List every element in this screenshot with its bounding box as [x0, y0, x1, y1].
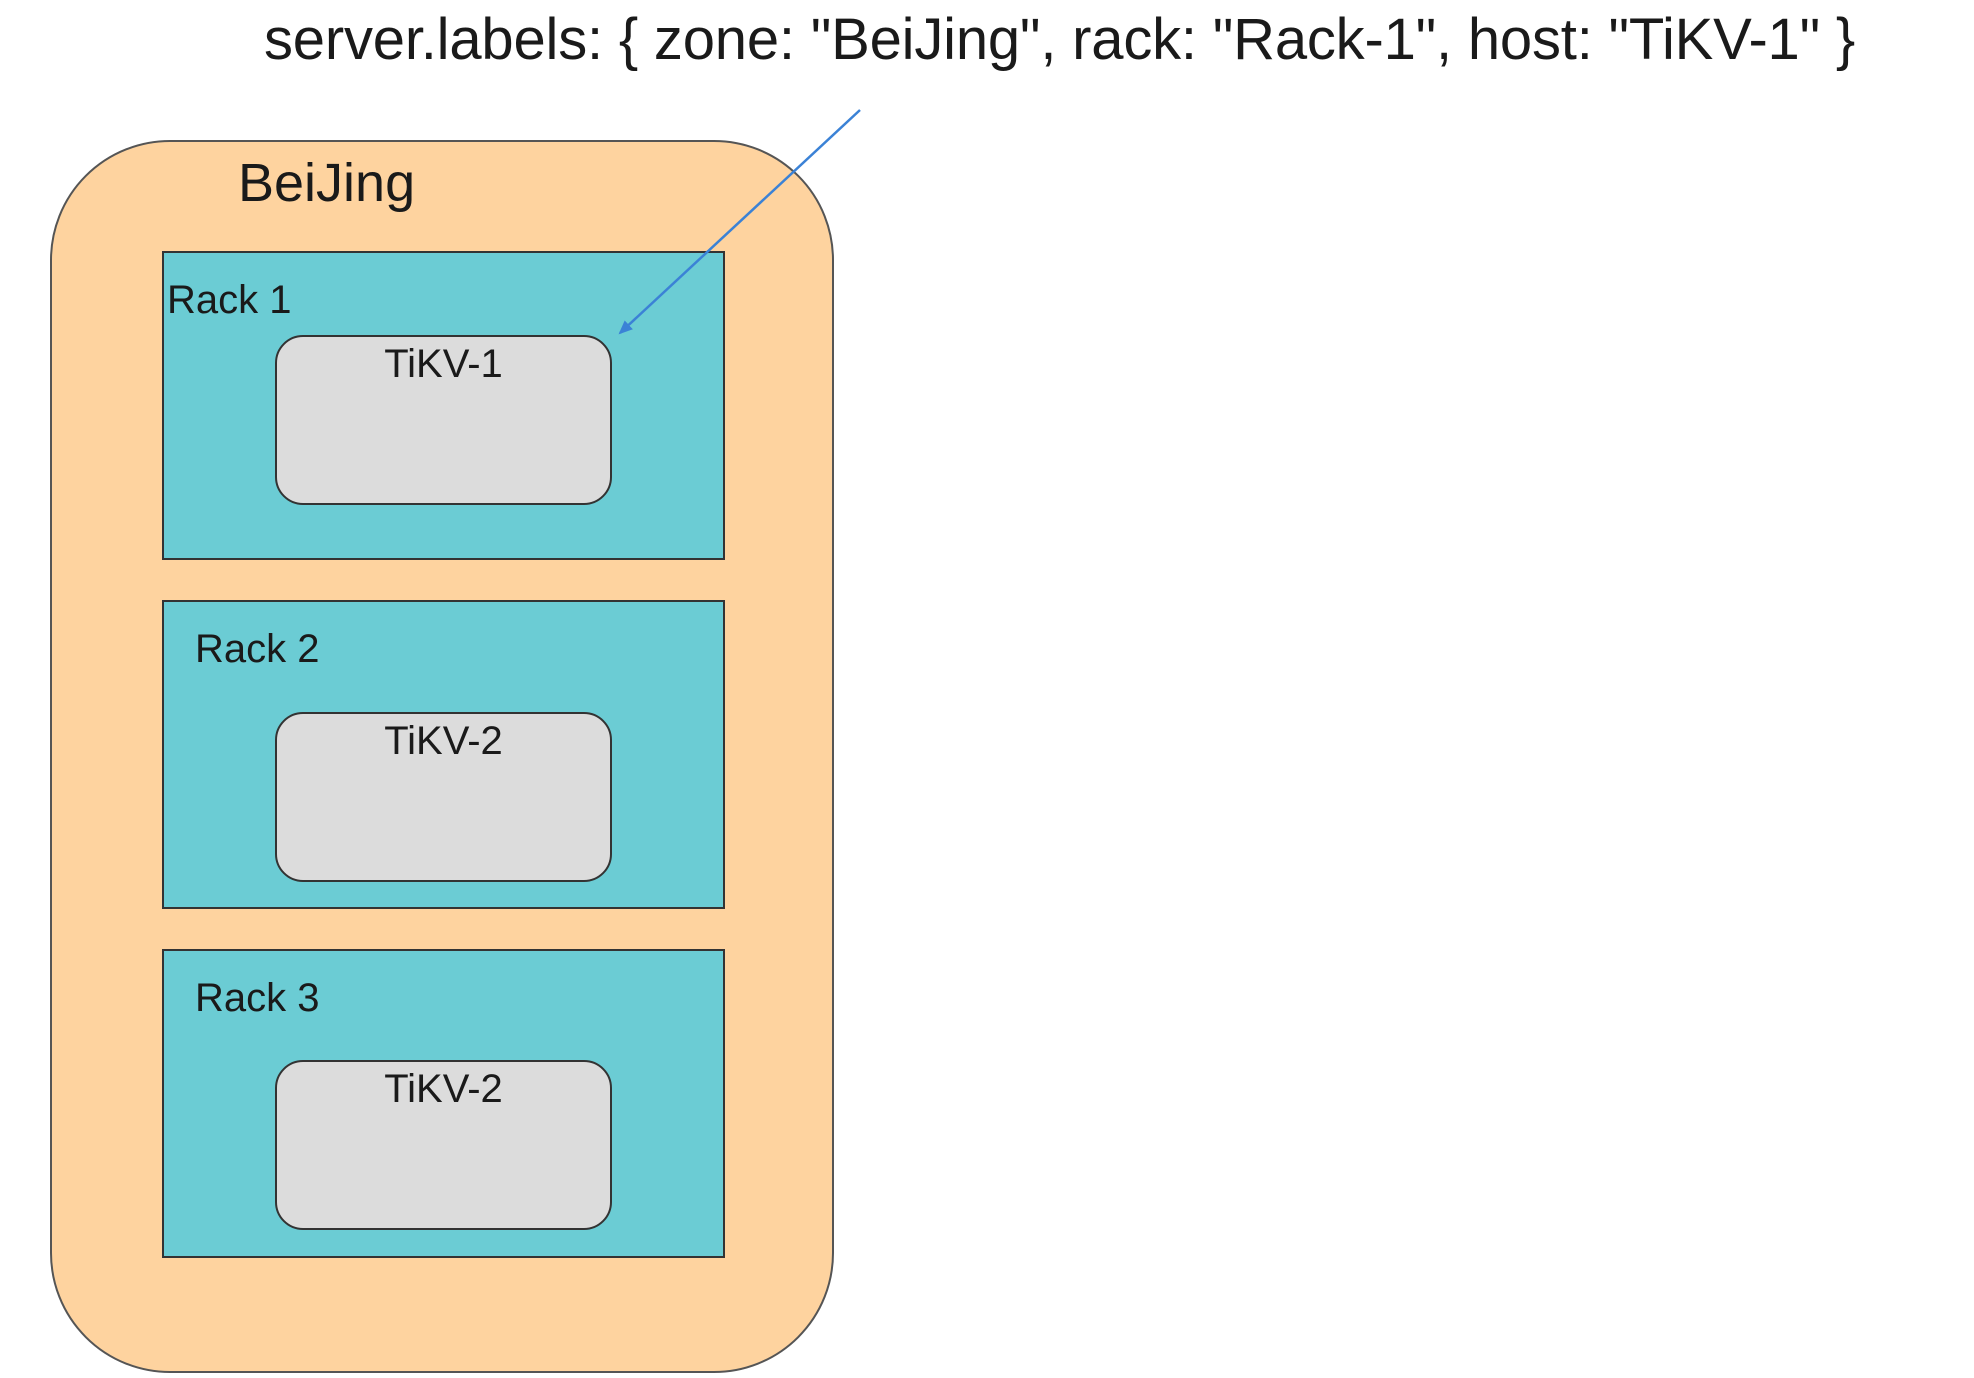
rack-3-title: Rack 3	[195, 976, 320, 1020]
server-labels-caption: server.labels: { zone: "BeiJing", rack: …	[264, 7, 1856, 72]
rack-2-title: Rack 2	[195, 627, 320, 671]
zone-title: BeiJing	[238, 153, 416, 213]
host-tikv-2b-title: TiKV-2	[384, 1067, 503, 1111]
host-tikv-2b	[275, 1060, 612, 1230]
host-tikv-1-title: TiKV-1	[384, 342, 503, 386]
host-tikv-1	[275, 335, 612, 505]
host-tikv-2-title: TiKV-2	[384, 719, 503, 763]
rack-1-title: Rack 1	[167, 278, 292, 322]
host-tikv-2	[275, 712, 612, 882]
